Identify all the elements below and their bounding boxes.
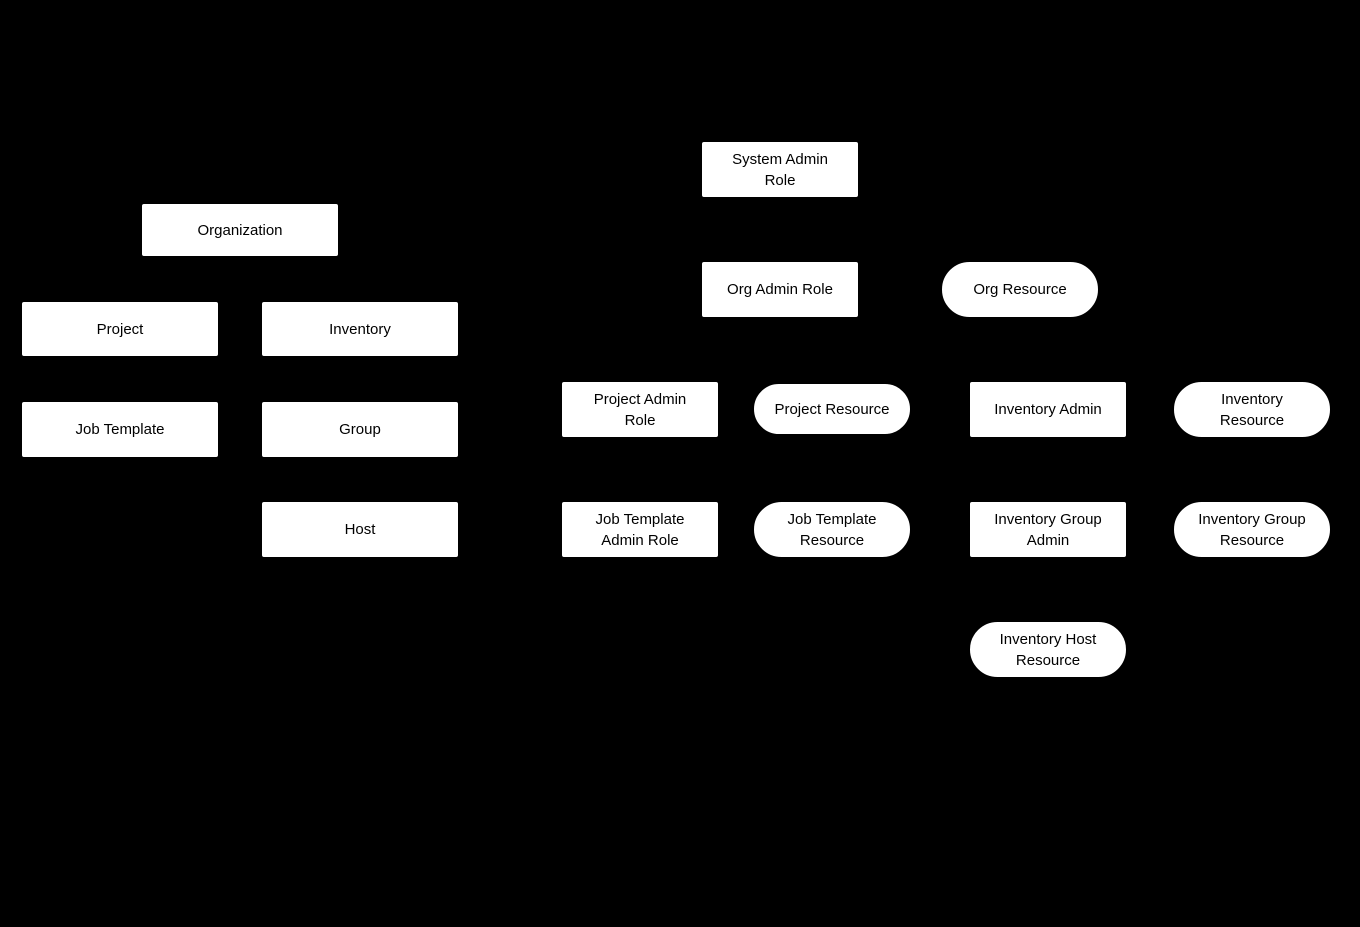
- node-label: System Admin Role: [732, 150, 828, 189]
- node-inventory-group-resource: Inventory Group Resource: [1173, 501, 1331, 558]
- node-label: Project Admin Role: [593, 390, 687, 429]
- node-org-resource: Org Resource: [941, 261, 1099, 318]
- node-label: Inventory Host Resource: [999, 630, 1097, 669]
- node-label: Inventory Group Resource: [1198, 510, 1306, 549]
- node-org-admin-role: Org Admin Role: [701, 261, 859, 318]
- node-label: Inventory Admin: [994, 401, 1102, 418]
- node-project-admin-role: Project Admin Role: [561, 381, 719, 438]
- node-label: Job Template: [75, 421, 165, 438]
- node-label: Job Template Resource: [787, 510, 877, 549]
- node-group: Group: [261, 401, 459, 458]
- node-label: Group: [339, 421, 381, 438]
- node-inventory-group-admin: Inventory Group Admin: [969, 501, 1127, 558]
- node-inventory-host-resource: Inventory Host Resource: [969, 621, 1127, 678]
- node-label: Inventory Group Admin: [994, 510, 1102, 549]
- node-inventory-admin: Inventory Admin: [969, 381, 1127, 438]
- node-label: Project Resource: [774, 400, 890, 418]
- node-job-template: Job Template: [21, 401, 219, 458]
- node-job-template-resource: Job Template Resource: [753, 501, 911, 558]
- node-inventory-resource: Inventory Resource: [1173, 381, 1331, 438]
- node-label: Inventory Resource: [1219, 390, 1285, 429]
- node-label: Project: [96, 320, 144, 338]
- node-label: Inventory: [329, 320, 391, 338]
- node-label: Org Admin Role: [727, 281, 833, 298]
- node-label: Organization: [197, 221, 283, 239]
- node-host: Host: [261, 501, 459, 558]
- node-system-admin-role: System Admin Role: [701, 141, 859, 198]
- node-label: Org Resource: [973, 281, 1067, 298]
- node-label: Job Template Admin Role: [595, 510, 685, 549]
- node-job-template-admin-role: Job Template Admin Role: [561, 501, 719, 558]
- node-organization: Organization: [141, 203, 339, 257]
- node-project-resource: Project Resource: [753, 383, 911, 435]
- node-label: Host: [344, 521, 376, 538]
- node-project: Project: [21, 301, 219, 357]
- node-inventory: Inventory: [261, 301, 459, 357]
